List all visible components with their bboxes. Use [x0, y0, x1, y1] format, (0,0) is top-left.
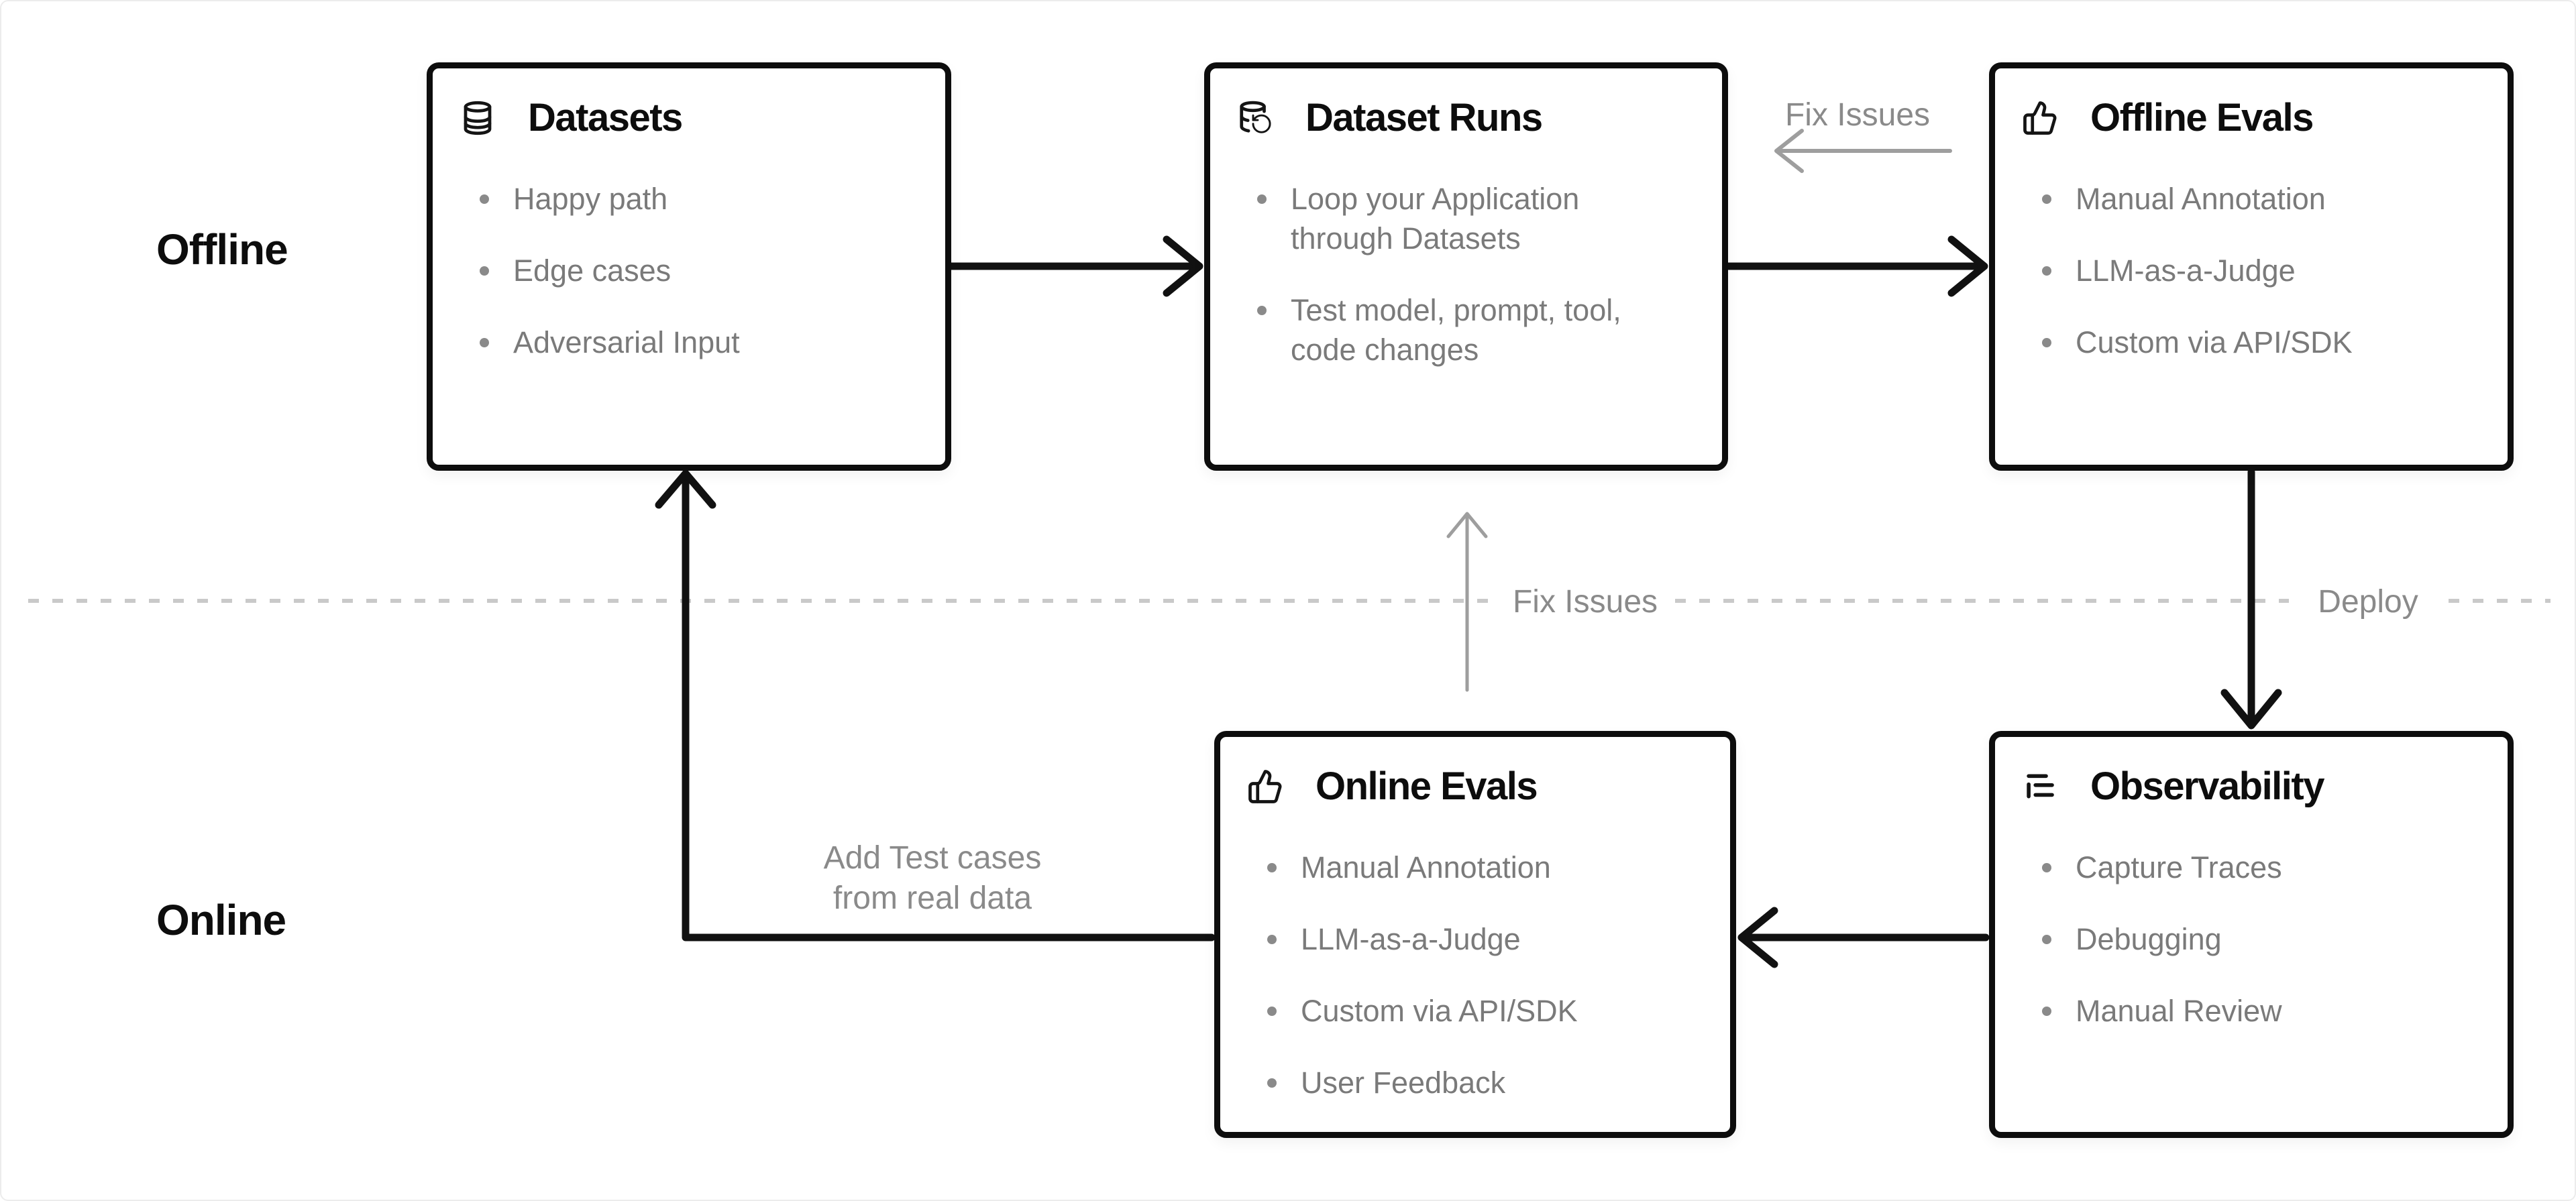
list-item: Manual Annotation	[2042, 179, 2508, 219]
list-item: LLM-as-a-Judge	[1267, 919, 1730, 959]
list-item: Loop your Application through Datasets	[1257, 179, 1722, 258]
node-observability: Observability Capture Traces Debugging M…	[1989, 731, 2514, 1138]
list-item: Manual Annotation	[1267, 848, 1730, 887]
dataset-runs-icon	[1237, 100, 1273, 136]
list-item: Manual Review	[2042, 991, 2508, 1031]
arrow-datasets-to-dataset-runs	[945, 235, 1203, 297]
list-item: Test model, prompt, tool, code changes	[1257, 290, 1722, 369]
list-item: User Feedback	[1267, 1063, 1730, 1102]
list-item: Custom via API/SDK	[2042, 323, 2508, 362]
node-title: Dataset Runs	[1305, 96, 1543, 139]
arrow-fix-issues-top	[1774, 129, 1952, 173]
offline-evals-bullet-list: Manual Annotation LLM-as-a-Judge Custom …	[2042, 179, 2508, 362]
arrow-fix-issues-middle	[1446, 512, 1488, 692]
node-dataset-runs: Dataset Runs Loop your Application throu…	[1204, 62, 1728, 471]
node-title: Datasets	[528, 96, 683, 139]
list-item: Happy path	[480, 179, 945, 219]
list-item: Adversarial Input	[480, 323, 945, 362]
arrow-online-evals-to-datasets	[655, 469, 1216, 941]
observability-bullet-list: Capture Traces Debugging Manual Review	[2042, 848, 2508, 1031]
node-online-evals: Online Evals Manual Annotation LLM-as-a-…	[1214, 731, 1736, 1138]
fix-issues-top-label: Fix Issues	[1784, 97, 1931, 133]
list-item: Debugging	[2042, 919, 2508, 959]
datasets-bullet-list: Happy path Edge cases Adversarial Input	[480, 179, 945, 362]
arrow-observability-to-online-evals	[1737, 907, 1990, 968]
node-offline-evals: Offline Evals Manual Annotation LLM-as-a…	[1989, 62, 2514, 471]
list-item: Custom via API/SDK	[1267, 991, 1730, 1031]
deploy-label: Deploy	[2308, 582, 2428, 622]
online-section-label: Online	[156, 896, 286, 944]
node-title: Online Evals	[1316, 764, 1538, 808]
thumbs-up-icon	[2022, 100, 2058, 136]
list-item: Edge cases	[480, 251, 945, 290]
online-evals-bullet-list: Manual Annotation LLM-as-a-Judge Custom …	[1267, 848, 1730, 1102]
list-item: Capture Traces	[2042, 848, 2508, 887]
list-item: LLM-as-a-Judge	[2042, 251, 2508, 290]
thumbs-up-icon	[1247, 768, 1283, 805]
add-test-cases-label: Add Test cases from real data	[823, 840, 1042, 916]
node-datasets: Datasets Happy path Edge cases Adversari…	[427, 62, 951, 471]
node-title: Observability	[2090, 764, 2324, 808]
dataset-runs-bullet-list: Loop your Application through Datasets T…	[1257, 179, 1722, 369]
node-title: Offline Evals	[2090, 96, 2314, 139]
logs-icon	[2022, 768, 2058, 805]
arrow-dataset-runs-to-offline-evals	[1722, 235, 1988, 297]
database-icon	[460, 100, 496, 136]
arrow-offline-evals-to-observability	[2220, 468, 2282, 730]
offline-section-label: Offline	[156, 225, 288, 274]
fix-issues-middle-label: Fix Issues	[1503, 582, 1668, 622]
